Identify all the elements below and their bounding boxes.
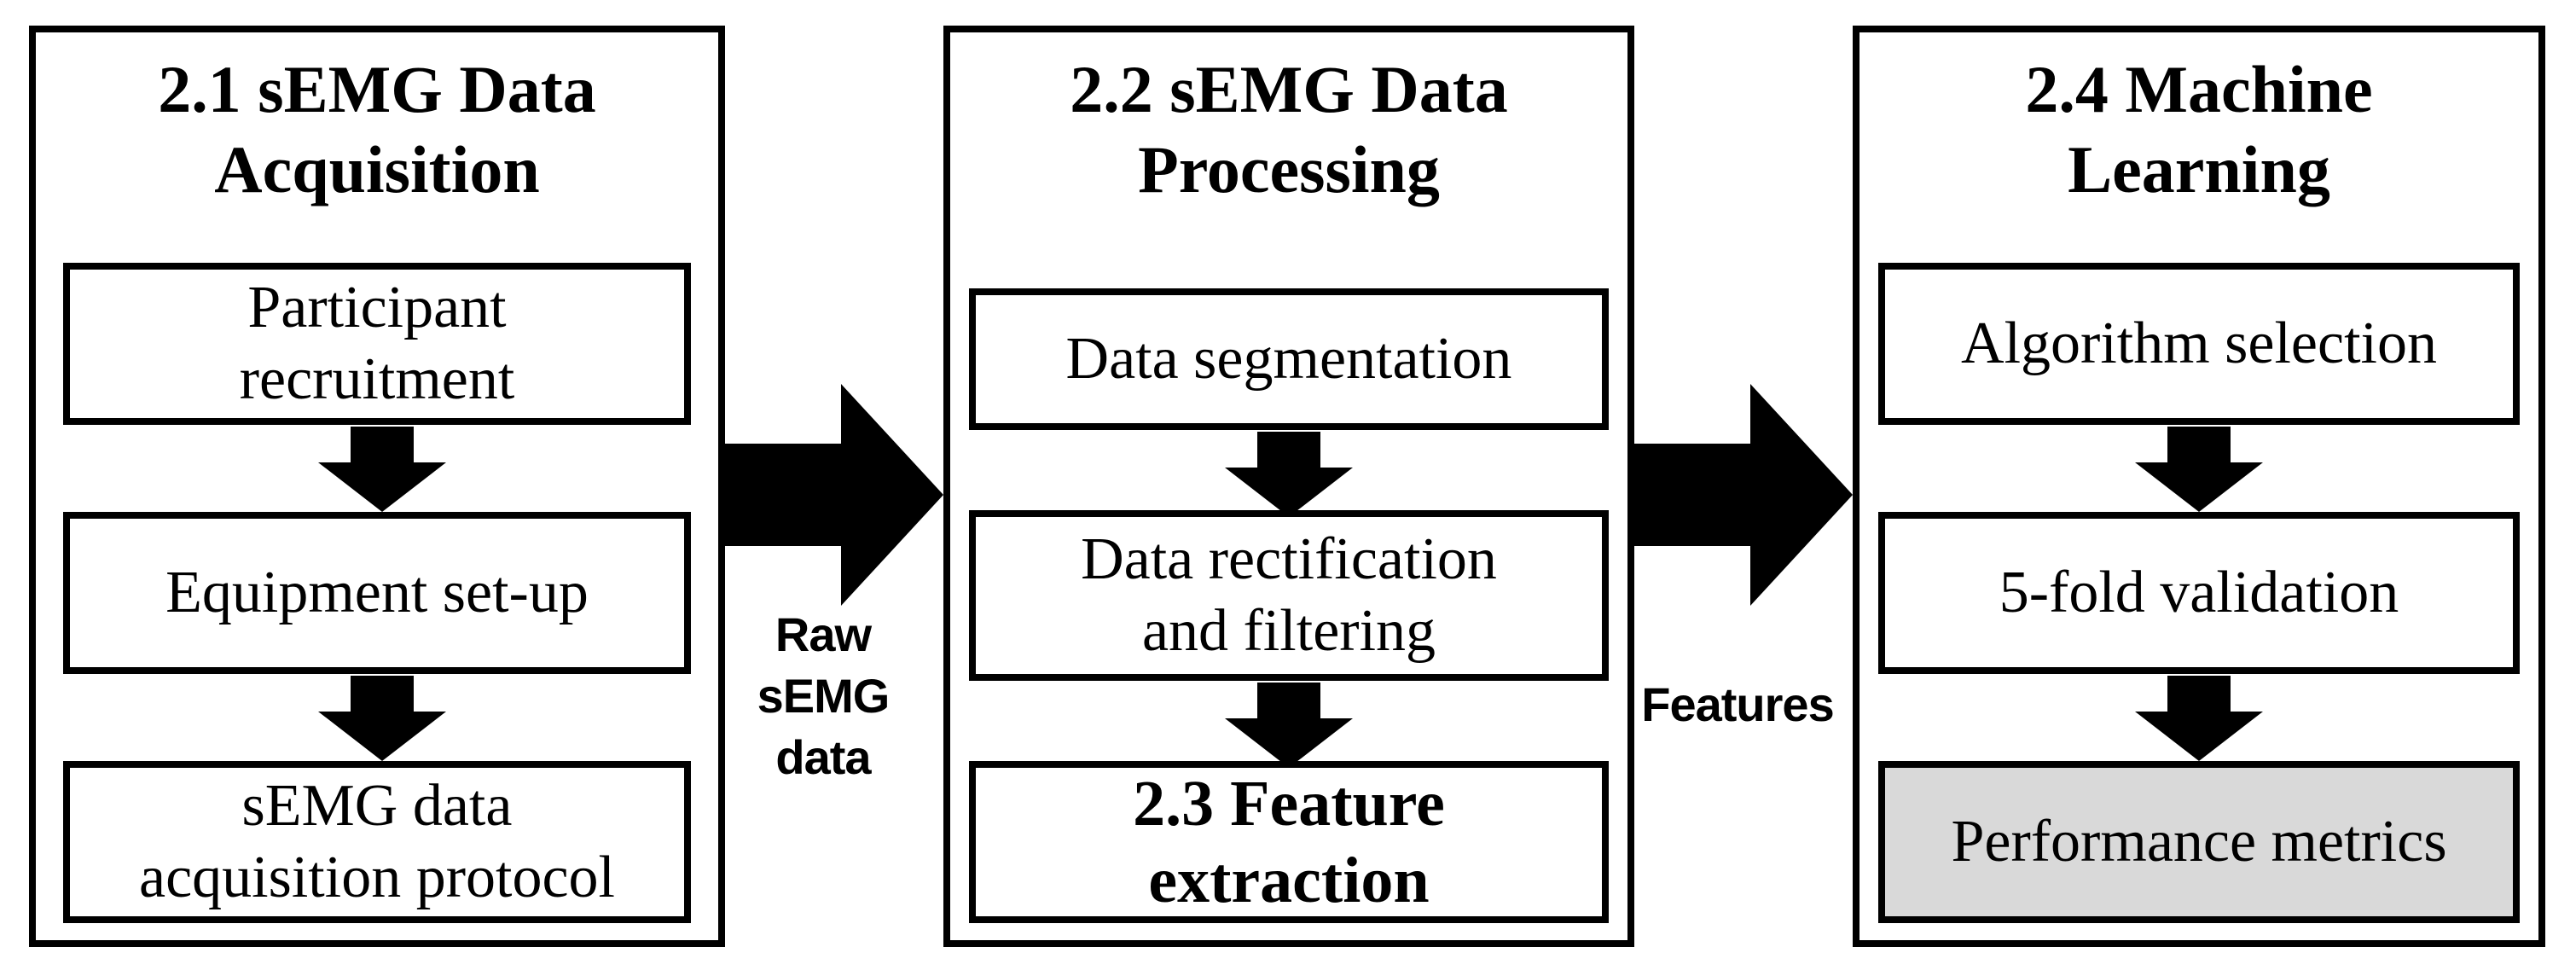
step-text-line: Participant — [247, 275, 507, 340]
panel-title-line: Acquisition — [214, 132, 540, 206]
panel-title-line: Processing — [1138, 132, 1440, 206]
step-text-line: extraction — [1148, 845, 1430, 916]
connector-label-features: Features — [1634, 674, 1841, 735]
step-text-line: Data segmentation — [1065, 326, 1512, 392]
step-data-segmentation: Data segmentation — [969, 288, 1609, 430]
panel-data-acquisition: 2.1 sEMG Data Acquisition Participant re… — [29, 26, 725, 947]
panel-data-processing: 2.2 sEMG Data Processing Data segmentati… — [943, 26, 1634, 947]
step-text-line: Equipment set-up — [165, 560, 589, 625]
panel-title-line: 2.2 sEMG Data — [1070, 52, 1508, 126]
connector-label-raw-semg-data: Raw sEMG data — [725, 604, 921, 788]
step-text-line: recruitment — [239, 346, 515, 412]
step-text-line: Performance metrics — [1951, 809, 2447, 874]
down-arrow-icon — [2135, 427, 2263, 512]
down-arrow-icon — [318, 427, 446, 512]
step-participant-recruitment: Participant recruitment — [63, 263, 691, 425]
step-rectification-filtering: Data rectification and filtering — [969, 510, 1609, 681]
connector-label-line: data — [775, 730, 871, 784]
right-arrow-icon — [725, 384, 943, 606]
step-five-fold-validation: 5-fold validation — [1878, 512, 2520, 674]
down-arrow-icon — [318, 676, 446, 761]
step-text-line: Algorithm selection — [1961, 311, 2437, 376]
panel-title-line: 2.4 Machine — [2025, 52, 2373, 126]
step-text-line: 5-fold validation — [1999, 560, 2399, 625]
step-text-line: Data rectification — [1081, 526, 1497, 592]
step-equipment-setup: Equipment set-up — [63, 512, 691, 674]
panel-title-line: 2.1 sEMG Data — [158, 52, 596, 126]
step-text-line: sEMG data — [241, 773, 513, 839]
connector-label-line: Raw — [775, 607, 872, 661]
panel-title: 2.2 sEMG Data Processing — [950, 49, 1627, 210]
connector-label-line: Features — [1641, 677, 1834, 731]
step-feature-extraction: 2.3 Feature extraction — [969, 761, 1609, 923]
panel-title: 2.4 Machine Learning — [1859, 49, 2538, 210]
down-arrow-icon — [2135, 676, 2263, 761]
step-acquisition-protocol: sEMG data acquisition protocol — [63, 761, 691, 923]
panel-machine-learning: 2.4 Machine Learning Algorithm selection… — [1853, 26, 2545, 947]
step-text-line: acquisition protocol — [139, 845, 615, 910]
step-algorithm-selection: Algorithm selection — [1878, 263, 2520, 425]
step-text-line: 2.3 Feature — [1133, 768, 1445, 839]
right-arrow-icon — [1634, 384, 1853, 606]
connector-label-line: sEMG — [757, 669, 891, 723]
panel-title: 2.1 sEMG Data Acquisition — [36, 49, 718, 210]
panel-title-line: Learning — [2068, 132, 2330, 206]
step-performance-metrics: Performance metrics — [1878, 761, 2520, 923]
down-arrow-icon — [1225, 683, 1353, 768]
step-text-line: and filtering — [1141, 598, 1436, 664]
down-arrow-icon — [1225, 432, 1353, 517]
